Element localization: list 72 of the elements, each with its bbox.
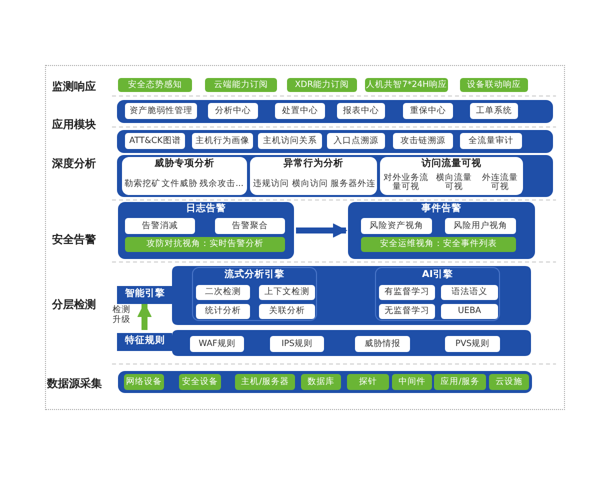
tag-box: 网络设备 — [124, 374, 164, 390]
module-band — [117, 130, 553, 153]
module-box: 报表中心 — [337, 103, 385, 119]
module-box: 分析中心 — [208, 103, 258, 119]
module-box: 风险资产视角 — [361, 218, 432, 234]
module-band — [118, 371, 532, 393]
row-label: 分层检测 — [52, 297, 96, 312]
tag-box: 探针 — [347, 374, 389, 390]
tag-box: 数据库 — [301, 374, 341, 390]
module-box: 攻击链溯源 — [393, 133, 453, 149]
tag-box: 云设施 — [489, 374, 529, 390]
engine-panel — [192, 267, 317, 321]
module-box: UEBA — [441, 304, 498, 319]
tag-box: XDR能力订阅 — [287, 78, 357, 92]
tag-box: 应用/服务 — [434, 374, 486, 390]
module-box: 主机访问关系 — [258, 133, 322, 149]
module-box: 无监督学习 — [379, 304, 435, 319]
panel-title: 威胁专项分析 — [154, 159, 216, 169]
tag-box: 攻防对抗视角：实时告警分析 — [125, 237, 285, 252]
module-box: IPS规则 — [270, 336, 324, 352]
engine-panel — [375, 267, 500, 321]
panel-title: 流式分析引擎 — [224, 270, 286, 280]
tag-box: 云端能力订阅 — [205, 78, 277, 92]
module-box: 入口点溯源 — [327, 133, 385, 149]
tag-box: 安全设备 — [179, 374, 221, 390]
module-box: 统计分析 — [196, 304, 250, 319]
module-box: 告警消减 — [125, 218, 195, 234]
arrow — [137, 302, 152, 330]
tag-box: 中间件 — [392, 374, 432, 390]
category-card — [250, 157, 377, 195]
module-box: 二次检测 — [196, 285, 250, 300]
alert-panel — [348, 202, 535, 259]
module-box: 处置中心 — [275, 103, 325, 119]
tag-box: 设备联动响应 — [460, 78, 528, 92]
module-box: 重保中心 — [403, 103, 453, 119]
row-label: 深度分析 — [52, 156, 96, 171]
module-box: 语法语义 — [441, 285, 498, 300]
panel-title: AI引擎 — [421, 270, 454, 280]
band-title: 特征规则 — [124, 336, 166, 346]
module-band — [117, 100, 553, 123]
module-box: 主机行为画像 — [192, 133, 253, 149]
panel-title: 日志告警 — [185, 204, 227, 214]
module-box: 威胁情报 — [355, 336, 410, 352]
module-box: 告警聚合 — [215, 218, 285, 234]
tag-box: 人机共智7*24H响应 — [365, 78, 448, 92]
module-box: 全流量审计 — [460, 133, 522, 149]
alert-panel — [118, 202, 294, 259]
module-box: 工单系统 — [470, 103, 518, 119]
arrow — [296, 223, 348, 238]
module-box: 有监督学习 — [379, 285, 435, 300]
module-box: WAF规则 — [190, 336, 244, 352]
module-box: 风险用户视角 — [445, 218, 516, 234]
module-box: 上下文检测 — [259, 285, 315, 300]
edge-label: 检测升级 — [112, 306, 132, 326]
tag-box: 安全运维视角：安全事件列表 — [361, 237, 516, 252]
module-box: PVS规则 — [445, 336, 500, 352]
module-box: ATT&CK图谱 — [125, 133, 185, 149]
category-card — [122, 157, 247, 195]
panel-title: 访问流量可视 — [420, 159, 482, 169]
panel-title: 事件告警 — [420, 204, 462, 214]
tag-box: 主机/服务器 — [235, 374, 295, 390]
module-box: 关联分析 — [259, 304, 315, 319]
row-label: 安全告警 — [52, 232, 96, 247]
row-label: 监测响应 — [52, 79, 96, 94]
module-band — [117, 155, 553, 197]
module-box: 资产脆弱性管理 — [125, 103, 197, 119]
category-card — [380, 157, 523, 195]
band-title: 智能引擎 — [124, 289, 166, 299]
row-label: 数据源采集 — [47, 376, 102, 391]
row-label: 应用模块 — [52, 117, 96, 132]
panel-title: 异常行为分析 — [282, 159, 344, 169]
tag-box: 安全态势感知 — [118, 78, 192, 92]
